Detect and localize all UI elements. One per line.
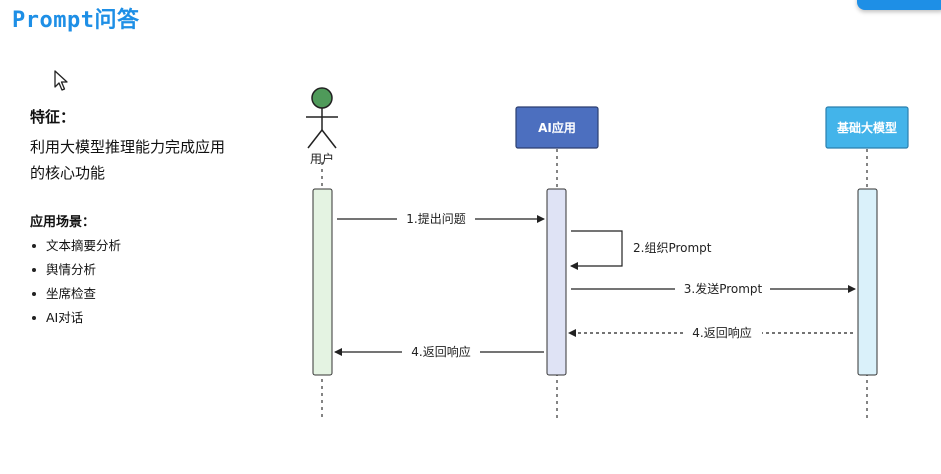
actor-label: 用户 (310, 151, 334, 166)
ai-app-box-label: AI应用 (538, 120, 576, 135)
bullet-icon (32, 292, 36, 296)
ai-app-activation-bar (546, 188, 567, 376)
message-label-5: 4.返回响应 (411, 344, 470, 359)
features-text: 利用大模型推理能力完成应用的核心功能 (30, 138, 226, 182)
message-arrow-2 (570, 230, 623, 270)
list-item: AI对话 (30, 306, 121, 330)
list-item-label: AI对话 (46, 310, 84, 325)
top-right-tab[interactable] (857, 0, 941, 10)
bullet-icon (32, 268, 36, 272)
user-activation-bar (312, 188, 333, 376)
page-title: Prompt问答 (12, 8, 140, 33)
user-actor-icon (306, 87, 338, 149)
scenes-heading: 应用场景： (30, 215, 96, 230)
list-item-label: 坐席检查 (46, 286, 97, 301)
bullet-icon (32, 316, 36, 320)
list-item-label: 舆情分析 (46, 262, 97, 277)
model-box-label: 基础大模型 (836, 120, 897, 135)
list-item: 文本摘要分析 (30, 234, 121, 258)
ai-app-box (515, 106, 599, 149)
message-label-1: 1.提出问题 (406, 211, 465, 226)
scenes-list: 文本摘要分析 舆情分析 坐席检查 AI对话 (30, 234, 121, 330)
features-heading: 特征： (30, 108, 76, 126)
bullet-icon (32, 244, 36, 248)
mouse-cursor-icon (54, 70, 68, 91)
message-label-4: 4.返回响应 (692, 325, 751, 340)
list-item-label: 文本摘要分析 (46, 238, 122, 253)
message-label-3: 3.发送Prompt (684, 281, 763, 296)
message-label-2: 2.组织Prompt (633, 241, 712, 255)
model-activation-bar (857, 188, 878, 376)
list-item: 坐席检查 (30, 282, 121, 306)
list-item: 舆情分析 (30, 258, 121, 282)
model-box (825, 106, 909, 149)
